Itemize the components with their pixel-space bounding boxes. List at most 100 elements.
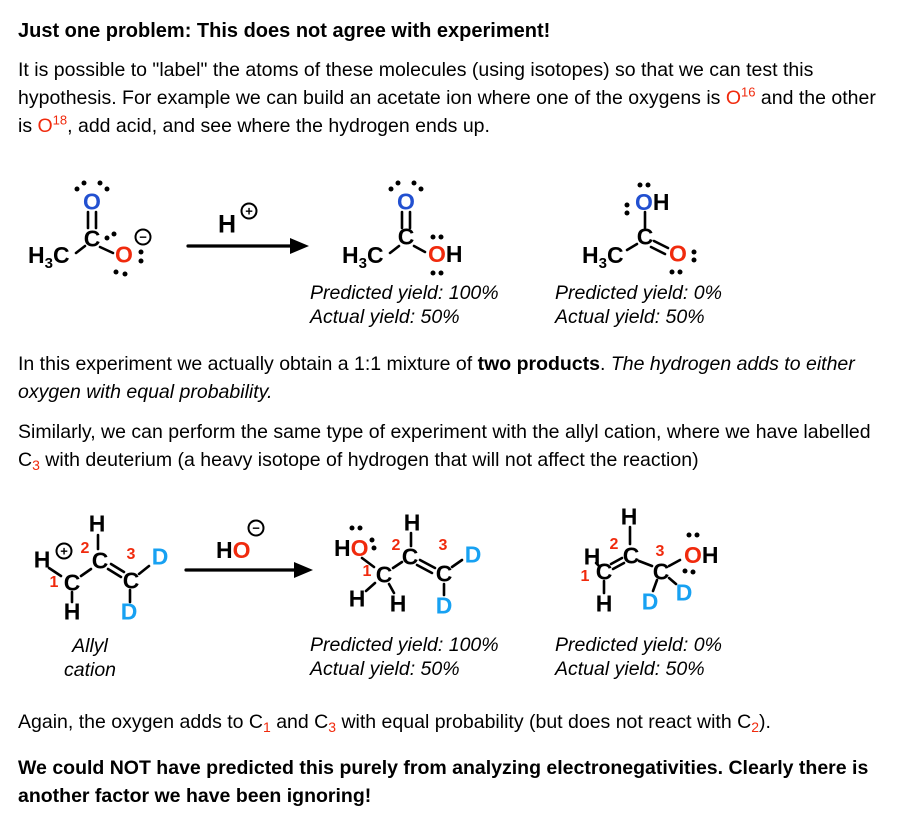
double-bond-line	[106, 567, 123, 579]
hydroxide-label: HO	[216, 537, 251, 563]
lone-pair	[691, 249, 697, 263]
para-oxygen-adds: Again, the oxygen adds to C1 and C3 with…	[18, 708, 890, 736]
atom-oxygen: O	[83, 188, 101, 215]
para1-text-c: , add acid, and see where the hydrogen e…	[67, 115, 490, 137]
atom-deuterium: D	[151, 543, 169, 570]
atom-carbon: C	[401, 543, 419, 570]
atom-carbon: C	[435, 560, 453, 587]
atom-carbon: C	[83, 225, 101, 252]
lone-pair	[74, 180, 87, 192]
lone-pair	[138, 249, 144, 264]
allyl-cation-caption: Allyl cation	[63, 635, 117, 681]
c3-subscript: 3	[32, 457, 40, 473]
predicted-yield: Predicted yield: 0%	[555, 634, 722, 656]
para4-text-d: ).	[758, 711, 771, 733]
para2-italic: The hydrogen adds to either oxygen with …	[18, 353, 855, 403]
atom-deuterium: D	[435, 592, 453, 619]
methyl-group: H3C	[582, 242, 624, 272]
charge-plus: +	[55, 542, 73, 560]
lone-pair	[97, 180, 110, 192]
lone-pair	[113, 269, 128, 277]
atom-oxygen: O	[669, 240, 687, 267]
acetate-reaction-scheme: O C H3C O − H + O C H3C OH Predicted yie…	[0, 160, 906, 350]
para-two-products: In this experiment we actually obtain a …	[18, 350, 890, 406]
para3-text-a: Similarly, we can perform the same type …	[18, 421, 871, 471]
double-bond-line	[649, 245, 667, 256]
two-products-bold: two products	[477, 353, 600, 375]
atom-hydrogen: H	[33, 546, 51, 573]
atom-hydrogen: H	[88, 510, 106, 537]
yield-caption: Predicted yield: 0% Actual yield: 50%	[555, 282, 722, 329]
o18-label: O18	[38, 112, 68, 138]
para-conclusion: We could NOT have predicted this purely …	[18, 757, 869, 807]
arrowhead	[294, 562, 313, 578]
carbon-number-label: 1	[580, 568, 590, 585]
para4-text-c: with equal probability (but does not rea…	[336, 711, 752, 733]
carbon-number-label: 2	[391, 537, 401, 554]
lone-pair	[682, 568, 696, 575]
hydroxyl-group: OH	[684, 542, 719, 568]
bond	[651, 578, 659, 593]
bond	[625, 242, 639, 252]
hydroxyl-group: HO	[334, 535, 369, 561]
double-bond-line	[652, 239, 670, 250]
carbon-number-label: 2	[80, 540, 90, 557]
carbon-number-label: 2	[609, 536, 619, 553]
carbon-number-label: 1	[49, 574, 59, 591]
bond	[79, 567, 93, 578]
para2-text-a: In this experiment we actually obtain a …	[18, 353, 478, 375]
isotope-16-sup: 16	[741, 84, 756, 100]
double-bond-line	[415, 563, 434, 575]
para-allyl-experiment: Similarly, we can perform the same type …	[18, 418, 890, 474]
para-isotope-intro: It is possible to "label" the atoms of t…	[18, 56, 890, 140]
double-bond-line	[611, 561, 626, 571]
c2-subscript: 2	[751, 719, 759, 735]
atom-hydrogen: H	[389, 590, 407, 617]
isotope-18-sup: 18	[52, 112, 68, 128]
bond	[47, 566, 63, 578]
actual-yield: Actual yield: 50%	[310, 657, 460, 680]
actual-yield: Actual yield: 50%	[555, 657, 705, 680]
actual-yield: Actual yield: 50%	[555, 305, 705, 328]
atom-hydrogen: H	[595, 590, 613, 617]
para3-text-b: with deuterium (a heavy isotope of hydro…	[39, 449, 699, 471]
atom-deuterium: D	[641, 588, 659, 615]
bond	[637, 559, 654, 568]
double-bond-line	[609, 556, 624, 566]
c1-subscript: 1	[263, 719, 271, 735]
bond	[667, 558, 682, 568]
yield-caption: Predicted yield: 100% Actual yield: 50%	[310, 634, 499, 681]
scheme2-bonds	[47, 525, 700, 604]
charge-minus: −	[247, 519, 265, 537]
atom-carbon: C	[63, 569, 81, 596]
atom-hydrogen: H	[403, 509, 421, 536]
hydroxyl-group: OH	[635, 189, 670, 215]
o16-label: O16	[726, 84, 756, 110]
bond	[360, 556, 376, 569]
lone-pair	[430, 234, 444, 240]
para1-text-b: and the other is	[18, 87, 876, 137]
atom-oxygen: O	[397, 188, 415, 215]
para4-text-b: and C	[270, 711, 329, 733]
arrowhead	[290, 238, 309, 254]
atom-deuterium: D	[120, 598, 138, 625]
yield-caption: Predicted yield: 0% Actual yield: 50%	[555, 634, 722, 681]
atom-deuterium: D	[464, 541, 482, 568]
atom-carbon: C	[622, 542, 640, 569]
methyl-group: H3C	[28, 242, 70, 272]
predicted-yield: Predicted yield: 100%	[310, 634, 499, 656]
para4-text-a: Again, the oxygen adds to C	[18, 711, 263, 733]
atom-hydrogen: H	[620, 503, 638, 530]
lone-pair	[669, 269, 683, 275]
atom-carbon: C	[397, 223, 415, 250]
heading: Just one problem: This does not agree wi…	[18, 20, 551, 42]
para2-text-b: .	[600, 353, 611, 375]
bond	[412, 244, 427, 254]
bond	[450, 558, 464, 569]
atom-carbon: C	[375, 561, 393, 588]
double-bond-line	[418, 558, 437, 570]
charge-minus: −	[134, 228, 152, 246]
predicted-yield: Predicted yield: 100%	[310, 282, 499, 304]
atom-hydrogen: H	[583, 543, 601, 570]
